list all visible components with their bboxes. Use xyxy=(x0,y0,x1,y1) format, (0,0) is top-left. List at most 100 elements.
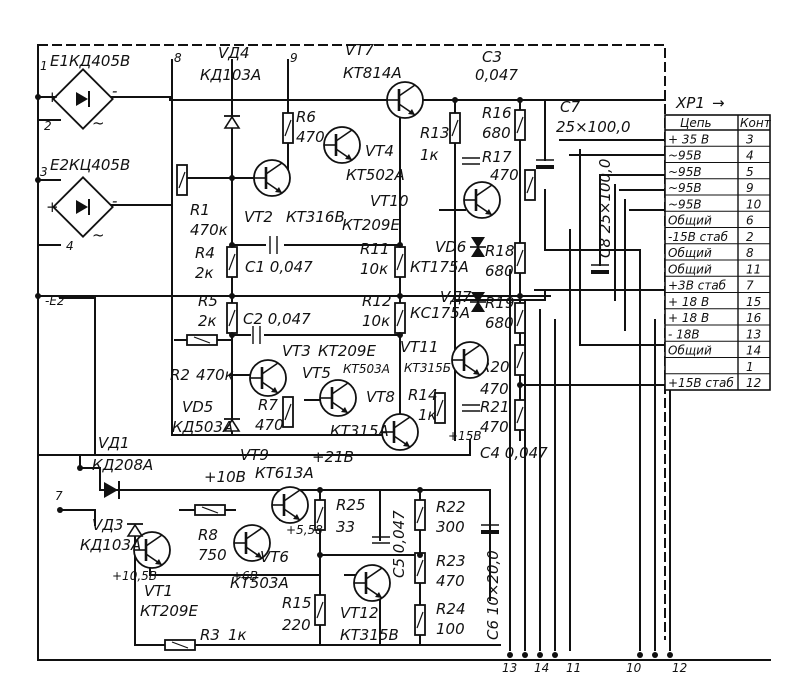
r23-value: 470 xyxy=(436,572,465,590)
vt11-type: КТ315Б xyxy=(404,361,451,375)
vt2-type: КТ316В xyxy=(286,208,345,226)
vt9-type: КТ613А xyxy=(255,464,314,482)
xp1-row-contact: 3 xyxy=(746,132,754,146)
xp1-row-circuit: - 18В xyxy=(668,327,700,341)
resistor-r1 xyxy=(176,164,188,196)
xp1-row-circuit: -15В стаб xyxy=(668,230,729,244)
r21-value: 470 xyxy=(480,418,509,436)
e1-plus: + xyxy=(46,88,59,106)
r11-label: R11 xyxy=(360,240,390,258)
capacitor-c4 xyxy=(462,404,480,412)
xp1-row-contact: 15 xyxy=(746,295,761,309)
node-8: 8 xyxy=(174,51,182,65)
e1-minus: - xyxy=(112,82,117,100)
resistors: R1 470к R4 2к R5 2к R2 470к R6 470 R7 47… xyxy=(164,104,536,651)
r17-label: R17 xyxy=(482,148,512,166)
vt2-label: VT2 xyxy=(244,208,273,226)
vd4-type: КД103А xyxy=(200,66,261,84)
junctions xyxy=(35,94,673,658)
r14-label: R14 xyxy=(408,386,438,404)
vd3-type: КД103А xyxy=(80,536,141,554)
rectifier-bridge-e2: E2КЦ405В xyxy=(50,156,130,238)
r16-label: R16 xyxy=(482,104,512,122)
resistor-r13 xyxy=(449,112,461,144)
capacitor-c1 xyxy=(269,236,278,254)
r14-value: 1к xyxy=(418,406,437,424)
transistor-vt4 xyxy=(322,125,362,165)
v-6: +6В xyxy=(232,569,258,583)
node-labels: 1 2 3 4 7 8 9 -E2 + - ~ + - ~ xyxy=(40,51,298,503)
resistor-r5 xyxy=(226,302,238,334)
v-21: +21В xyxy=(312,448,354,466)
resistor-r22 xyxy=(414,499,426,531)
transistor-vt11 xyxy=(450,340,490,380)
node-3: 3 xyxy=(40,165,48,179)
c8-label: C8 25×100,0 xyxy=(596,159,614,258)
r12-value: 10к xyxy=(362,312,390,330)
xp1-row-contact: 9 xyxy=(746,181,754,195)
diodes: VД4 КД103А VD5 КД503А VД1 КД208А VД3 КД1… xyxy=(80,44,487,554)
node-2: 2 xyxy=(44,119,52,133)
capacitor-c8 xyxy=(591,264,609,274)
vt5-label: VT5 xyxy=(302,364,331,382)
xp1-row-contact: 2 xyxy=(746,230,754,244)
xp1-row-circuit: + 35 В xyxy=(668,132,709,146)
vd1-label: VД1 xyxy=(98,434,130,452)
r1-label: R1 xyxy=(190,201,210,219)
c1-label: C1 0,047 xyxy=(245,258,313,276)
capacitors: C1 0,047 C2 0,047 C3 0,047 C4 0,047 C5 0… xyxy=(243,48,631,640)
pin-13: 13 xyxy=(502,661,517,675)
vd6-type: КТ175А xyxy=(410,258,469,276)
node-4: 4 xyxy=(66,239,74,253)
xp1-row-circuit: Общий xyxy=(668,214,712,228)
r22-label: R22 xyxy=(436,498,466,516)
r6-value: 470 xyxy=(296,128,325,146)
r24-label: R24 xyxy=(436,600,466,618)
vt1-label: VT1 xyxy=(144,582,173,600)
resistor-r6 xyxy=(282,112,294,144)
vt12-label: VT12 xyxy=(340,604,379,622)
v-10: +10В xyxy=(204,468,246,486)
pin-14: 14 xyxy=(534,661,549,675)
r8-value: 750 xyxy=(198,546,227,564)
xp1-row-contact: 5 xyxy=(746,165,754,179)
vt7-label: VT7 xyxy=(345,41,374,59)
pin-10: 10 xyxy=(626,661,642,675)
r23-label: R23 xyxy=(436,552,466,570)
xp1-row-contact: 7 xyxy=(746,279,754,293)
c7-value: 25×100,0 xyxy=(556,118,631,136)
r4-value: 2к xyxy=(195,264,214,282)
r13-value: 1к xyxy=(420,146,439,164)
r25-value: 33 xyxy=(336,518,355,536)
resistor-r19 xyxy=(514,302,526,334)
e2-minus: - xyxy=(112,192,117,210)
c7-label: C7 xyxy=(560,98,580,116)
xp1-row-circuit: ~95В xyxy=(668,181,702,195)
r7-value: 470 xyxy=(255,416,284,434)
c5-label: C5 0,047 xyxy=(390,510,408,578)
v-105: +10,5В xyxy=(112,569,157,583)
rectifier-e2-label: E2КЦ405В xyxy=(50,156,130,174)
vt1-type: КТ209Е xyxy=(140,602,198,620)
node-1: 1 xyxy=(40,59,48,73)
resistor-r15 xyxy=(314,594,326,626)
vt4-type: КТ502А xyxy=(346,166,405,184)
c3-label: C3 xyxy=(482,48,502,66)
transistor-vt9 xyxy=(270,485,310,525)
capacitor-c2 xyxy=(252,326,261,344)
xp1-row-circuit: + 18 В xyxy=(668,311,709,325)
pin-12: 12 xyxy=(672,661,687,675)
r21-label: R21 xyxy=(480,398,510,416)
resistor-r12 xyxy=(394,302,406,334)
resistor-r8 xyxy=(194,504,226,516)
r6-label: R6 xyxy=(296,108,316,126)
vt3-label: VT3 xyxy=(282,342,311,360)
transistors: VT2 КТ316В VT4 КТ502А VT7 КТ814А VT10 КТ… xyxy=(132,41,502,644)
e2-tilde: ~ xyxy=(92,226,105,244)
xp1-row-contact: 8 xyxy=(746,246,754,260)
xp1-row-contact: 13 xyxy=(746,327,761,341)
r1-value: 470к xyxy=(190,221,228,239)
resistor-r17 xyxy=(524,169,536,201)
